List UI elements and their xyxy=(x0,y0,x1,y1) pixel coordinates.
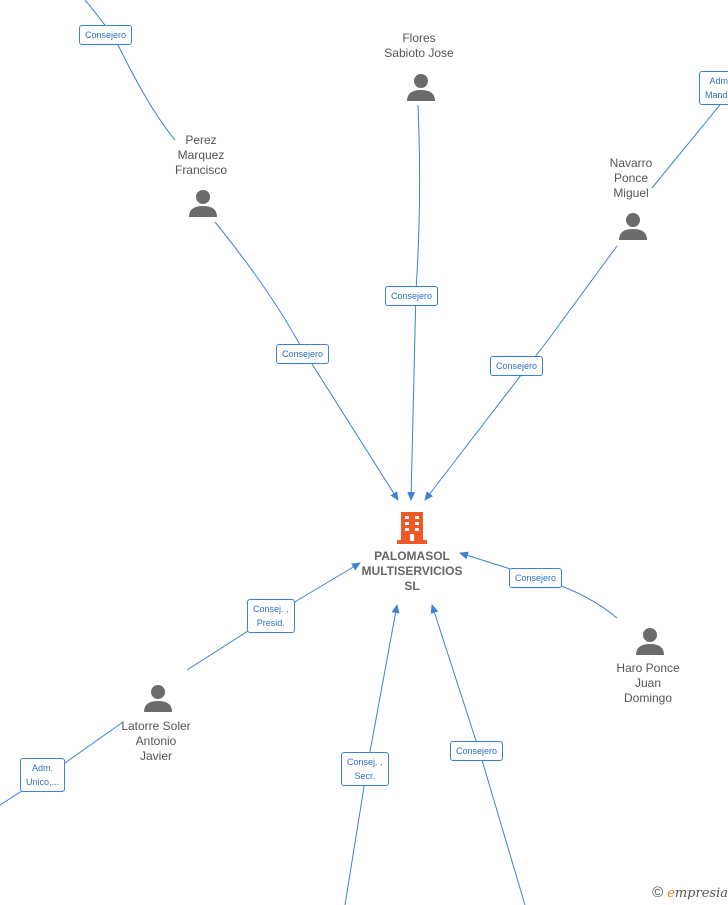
person-icon[interactable] xyxy=(618,211,648,241)
building-icon[interactable] xyxy=(397,510,427,544)
person-name-perez[interactable]: Perez Marquez Francisco xyxy=(174,133,227,177)
edge-top-left-line xyxy=(84,0,176,141)
edge-label[interactable]: Consej. , Presid. xyxy=(247,599,295,633)
edge-label[interactable]: Adm. Mand... xyxy=(699,71,728,105)
brand-logo: empresia xyxy=(667,885,728,901)
person-icon[interactable] xyxy=(406,72,436,102)
copyright-icon: © xyxy=(652,884,664,901)
edge-label[interactable]: Consejero xyxy=(490,356,544,376)
edge-label[interactable]: Consejero xyxy=(79,25,133,45)
edge-label[interactable]: Consejero xyxy=(385,286,439,306)
edge-label[interactable]: Adm. Unico,... xyxy=(20,758,66,792)
edge-navarro-adm-line xyxy=(651,94,728,189)
edge-label[interactable]: Consejero xyxy=(450,741,504,761)
person-name-navarro[interactable]: Navarro Ponce Miguel xyxy=(609,156,653,200)
edge-label[interactable]: Consejero xyxy=(509,568,563,588)
person-icon[interactable] xyxy=(188,188,218,218)
edge-flores-company xyxy=(407,104,421,501)
company-name[interactable]: PALOMASOL MULTISERVICIOS SL xyxy=(361,549,463,593)
person-icon[interactable] xyxy=(635,626,665,656)
edge-label[interactable]: Consej. , Secr. xyxy=(341,752,389,786)
person-name-haro[interactable]: Haro Ponce Juan Domingo xyxy=(616,661,680,705)
edge-label[interactable]: Consejero xyxy=(276,344,330,364)
person-name-flores[interactable]: Flores Sabioto Jose xyxy=(384,31,454,60)
person-icon[interactable] xyxy=(143,683,173,713)
person-name-latorre[interactable]: Latorre Soler Antonio Javier xyxy=(121,719,191,763)
edge-navarro-company xyxy=(424,245,618,501)
empresia-watermark: © empresia xyxy=(652,884,728,901)
edge-perez-company xyxy=(214,221,399,501)
